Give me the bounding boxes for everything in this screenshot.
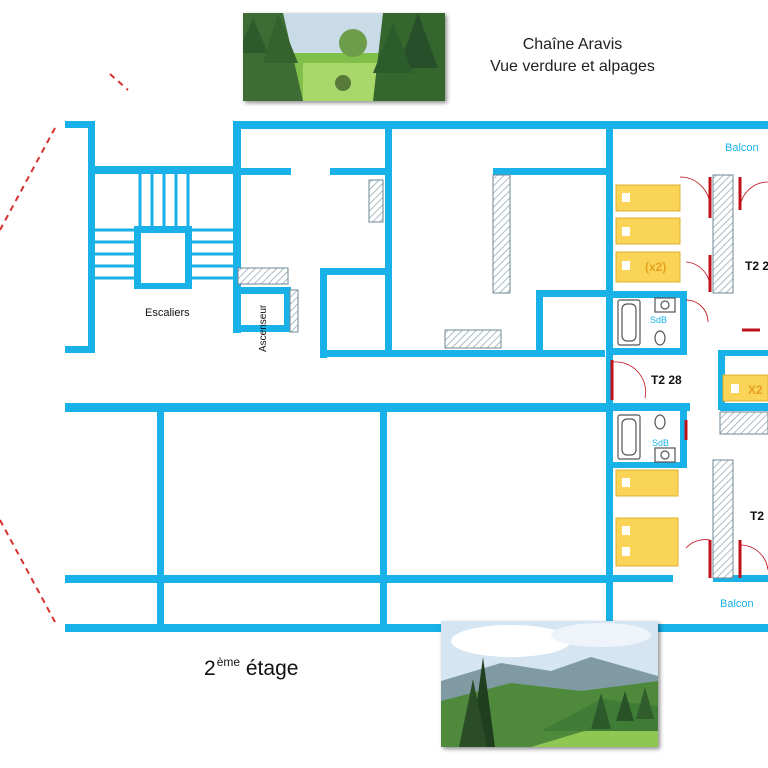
dashed-outline	[0, 73, 129, 623]
mountain-valley-photo-icon	[441, 621, 658, 747]
door-swings	[612, 176, 768, 571]
label-t2-bottom: T2	[750, 509, 764, 523]
label-balcon-bottom: Balcon	[720, 598, 754, 610]
pillows	[622, 193, 739, 556]
label-t2-top: T2 2	[745, 259, 768, 273]
label-sdb-bottom: SdB	[652, 438, 669, 448]
view-caption: Chaîne Aravis Vue verdure et alpages	[470, 34, 675, 78]
photo-forest-meadow	[243, 13, 445, 101]
bed-6	[615, 517, 679, 567]
label-escaliers: Escaliers	[145, 307, 190, 319]
bathroom-fixtures	[617, 297, 676, 463]
label-beds-x2-right: X2	[748, 383, 763, 397]
label-t2-28: T2 28	[651, 373, 682, 387]
label-ascenseur: Ascenseur	[258, 304, 269, 352]
forest-meadow-photo-icon	[243, 13, 445, 101]
bed-4	[722, 374, 768, 402]
floor-suffix: ème	[216, 655, 241, 669]
floor-word: étage	[245, 657, 299, 680]
caption-line-1: Chaîne Aravis	[522, 36, 623, 53]
beds	[615, 184, 768, 567]
walls	[65, 121, 768, 632]
label-balcon-top: Balcon	[725, 142, 759, 154]
floor-number: 2	[204, 657, 216, 680]
doors	[610, 177, 760, 578]
structural-pillars	[237, 174, 768, 579]
photo-mountain-valley	[441, 621, 658, 747]
floor-label: 2ème étage	[204, 655, 298, 681]
staircase	[95, 174, 233, 280]
caption-line-2: Vue verdure et alpages	[490, 58, 655, 75]
label-beds-x2-top: (x2)	[645, 260, 666, 274]
label-sdb-top: SdB	[650, 315, 667, 325]
